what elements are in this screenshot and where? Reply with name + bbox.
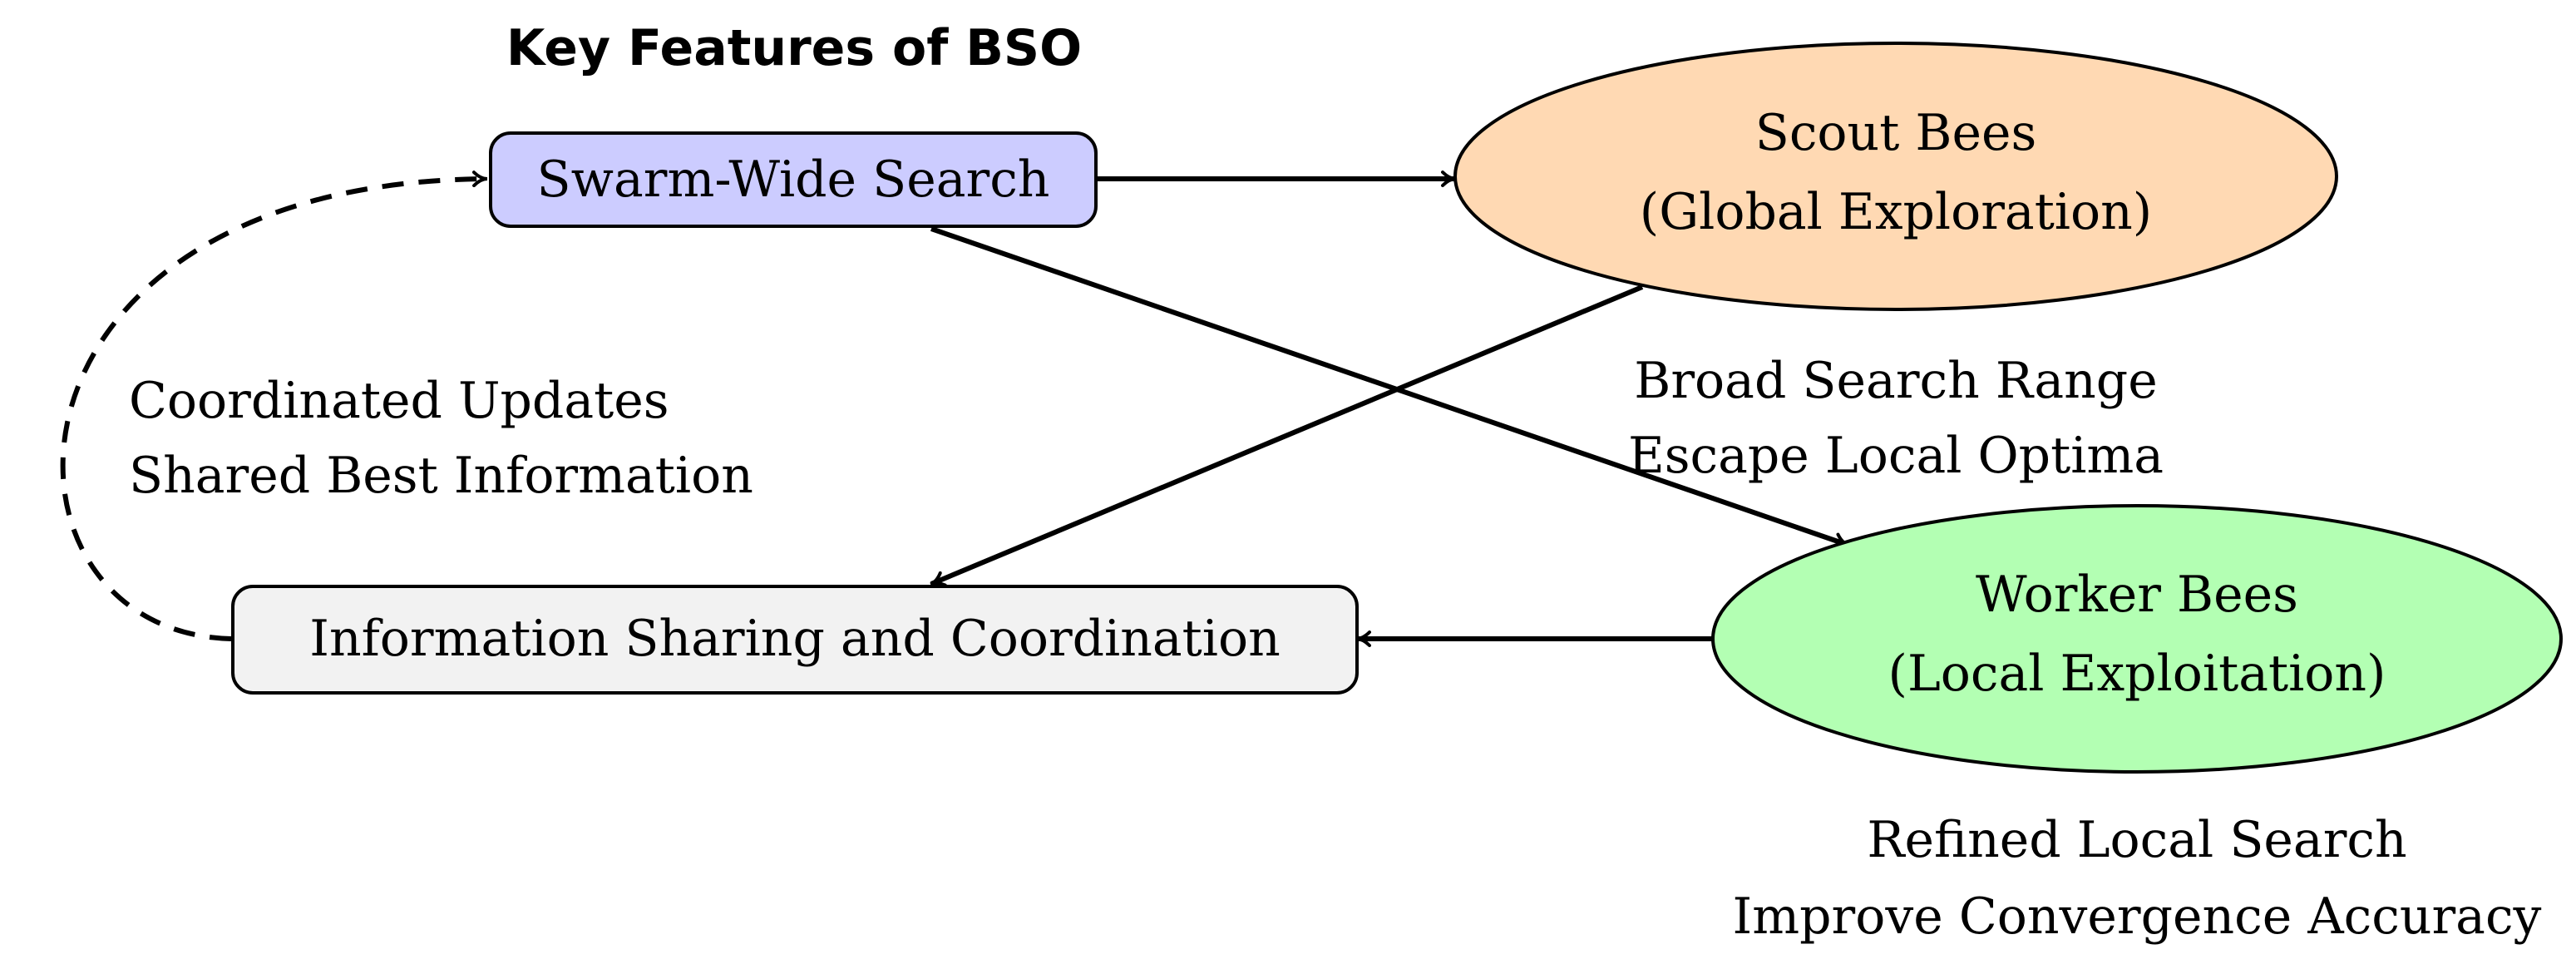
note-feedback-line1: Coordinated Updates [129,372,669,430]
swarm-wide-search-label: Swarm-Wide Search [537,151,1050,209]
information-sharing-label: Information Sharing and Coordination [309,610,1280,668]
note-scout-line1: Broad Search Range [1634,352,2157,410]
note-worker-line2: Improve Convergence Accuracy [1733,888,2542,946]
scout-bees-label-line1: Scout Bees [1755,104,2037,162]
node-swarm-wide-search: Swarm-Wide Search [489,131,1098,228]
edge-info-to-swarm-dashed [60,171,488,641]
edge-scout-to-info [930,284,1644,587]
note-feedback-line2: Shared Best Information [129,447,753,505]
note-feedback-loop: Coordinated Updates Shared Best Informat… [129,372,753,505]
diagram-title: Key Features of BSO [506,19,1082,77]
note-worker-line1: Refined Local Search [1867,811,2406,869]
note-worker-bees: Refined Local Search Improve Convergence… [1733,811,2542,946]
note-scout-bees: Broad Search Range Escape Local Optima [1628,352,2164,485]
note-scout-line2: Escape Local Optima [1628,427,2164,485]
worker-bees-label-line2: (Local Exploitation) [1888,645,2386,703]
node-scout-bees: Scout Bees (Global Exploration) [1453,42,2338,311]
scout-bees-label-line2: (Global Exploration) [1640,183,2152,241]
worker-bees-label-line1: Worker Bees [1976,566,2298,624]
node-worker-bees: Worker Bees (Local Exploitation) [1711,504,2563,774]
node-information-sharing: Information Sharing and Coordination [231,585,1359,695]
edge-swarm-to-worker [930,226,1849,549]
